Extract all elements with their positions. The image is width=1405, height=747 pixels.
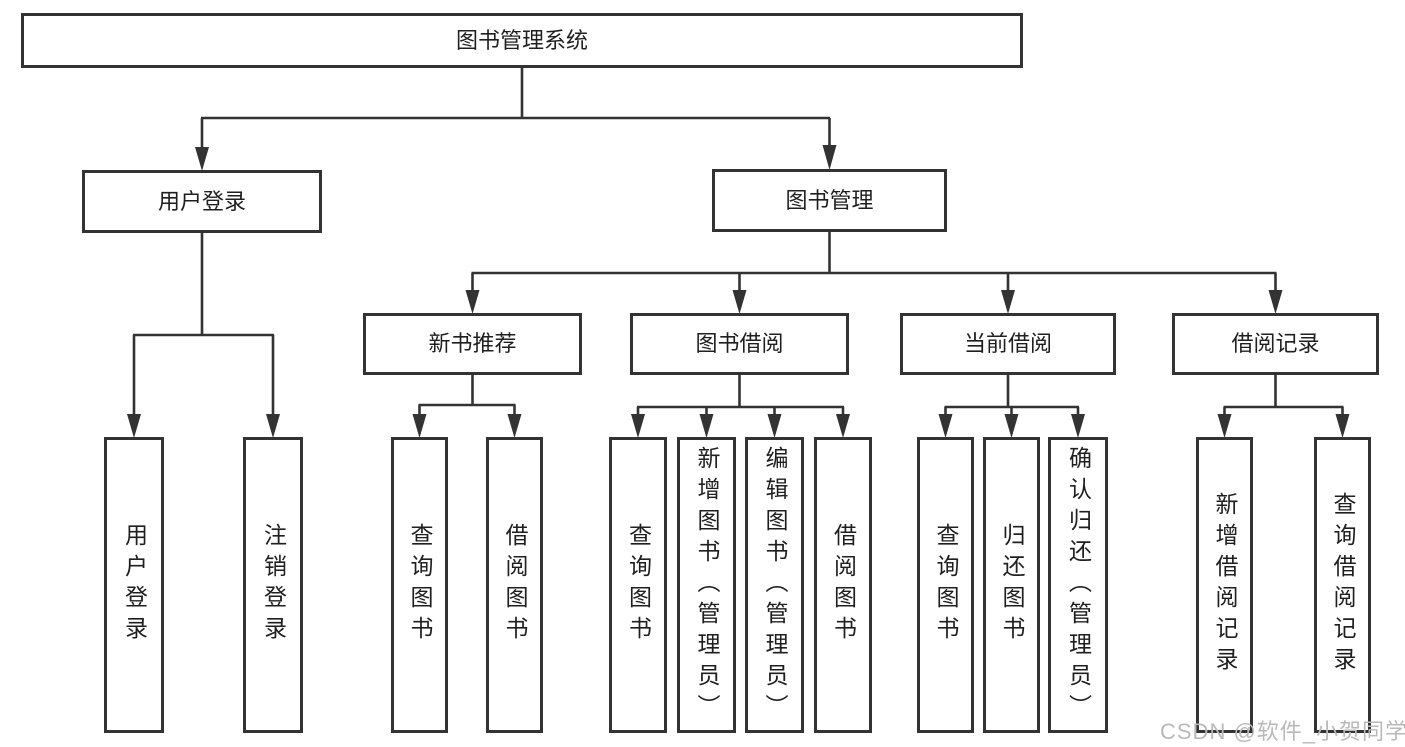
leaf-query-books-recommend-label: 查询图书 [407, 523, 433, 647]
leaf-borrow-books-recommend: 借阅图书 [486, 437, 543, 733]
leaf-logout-label: 注销登录 [260, 523, 287, 647]
node-book-management-label: 图书管理 [785, 187, 874, 213]
leaf-edit-book-admin-label: 编辑图书（管理员） [762, 445, 788, 725]
leaf-confirm-return-admin: 确认归还（管理员） [1048, 437, 1108, 733]
node-book-management: 图书管理 [712, 169, 947, 232]
connector-book-borrow-to-children [631, 375, 850, 438]
connector-new-books-to-children [412, 375, 522, 438]
leaf-add-book-admin-label: 新增图书（管理员） [694, 445, 720, 725]
connector-user-login-to-children [127, 233, 280, 438]
watermark: CSDN @软件_小贺同学 [1160, 719, 1405, 744]
node-new-book-recommend-label: 新书推荐 [428, 331, 517, 356]
node-user-login: 用户登录 [82, 170, 322, 233]
leaf-add-borrow-record: 新增借阅记录 [1196, 437, 1253, 733]
connector-borrow-records-to-children [1217, 375, 1350, 438]
leaf-query-borrow-record: 查询借阅记录 [1314, 437, 1371, 733]
node-user-login-label: 用户登录 [157, 188, 246, 214]
node-borrow-records: 借阅记录 [1172, 313, 1379, 375]
leaf-user-login-label: 用户登录 [121, 523, 148, 647]
leaf-add-book-admin: 新增图书（管理员） [677, 437, 736, 733]
leaf-confirm-return-admin-label: 确认归还（管理员） [1065, 445, 1092, 725]
connector-current-borrow-to-children [938, 375, 1085, 438]
node-borrow-records-label: 借阅记录 [1231, 331, 1320, 356]
leaf-query-books-current: 查询图书 [917, 437, 974, 733]
leaf-borrow-books: 借阅图书 [814, 437, 872, 733]
leaf-borrow-books-label: 借阅图书 [830, 523, 857, 647]
node-new-book-recommend: 新书推荐 [363, 313, 582, 375]
leaf-edit-book-admin: 编辑图书（管理员） [745, 437, 804, 733]
node-current-borrowing-label: 当前借阅 [963, 331, 1052, 356]
node-book-borrowing: 图书借阅 [630, 313, 849, 375]
connector-root-to-level2 [195, 68, 837, 171]
leaf-query-books-current-label: 查询图书 [933, 523, 959, 647]
leaf-user-login: 用户登录 [104, 437, 164, 733]
leaf-borrow-books-recommend-label: 借阅图书 [502, 523, 528, 647]
node-current-borrowing: 当前借阅 [900, 313, 1116, 375]
node-root-system: 图书管理系统 [21, 13, 1023, 68]
leaf-query-books-borrow-label: 查询图书 [625, 523, 652, 647]
leaf-query-books-borrow: 查询图书 [609, 437, 667, 733]
leaf-logout: 注销登录 [243, 437, 303, 733]
leaf-return-books-label: 归还图书 [999, 523, 1025, 647]
leaf-add-borrow-record-label: 新增借阅记录 [1212, 492, 1238, 678]
leaf-return-books: 归还图书 [983, 437, 1040, 733]
leaf-query-books-recommend: 查询图书 [391, 437, 448, 733]
leaf-query-borrow-record-label: 查询借阅记录 [1330, 492, 1356, 678]
node-root-system-label: 图书管理系统 [455, 27, 588, 53]
connector-book-mgmt-to-level3 [465, 232, 1283, 314]
node-book-borrowing-label: 图书借阅 [695, 331, 784, 356]
